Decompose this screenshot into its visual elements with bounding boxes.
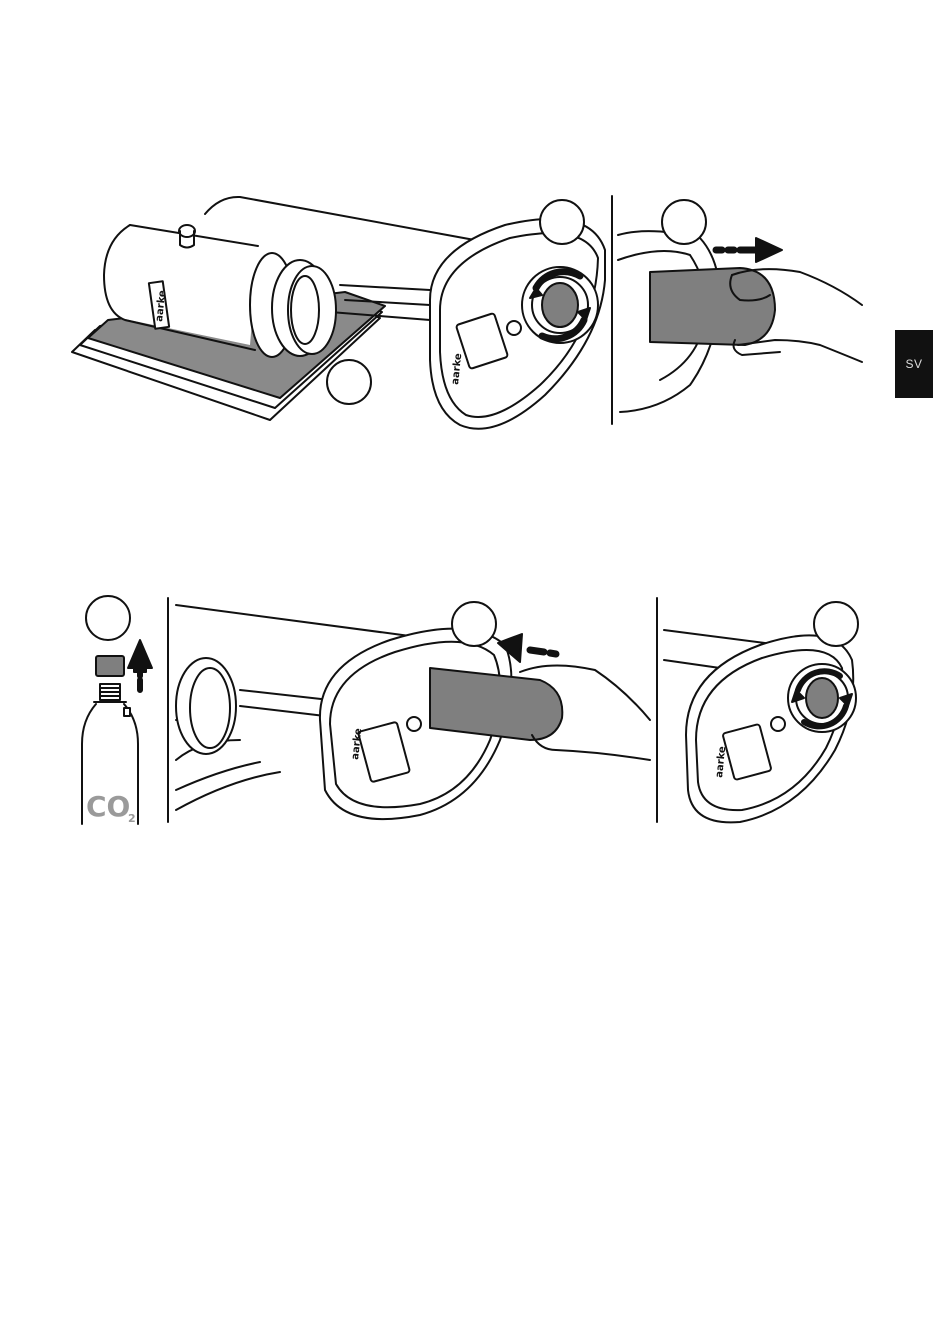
step-panel-insert-cylinder: aarke: [176, 602, 650, 819]
step-panel-pull-cylinder: [618, 200, 862, 412]
co2-label: CO: [86, 790, 130, 823]
step-panel-tighten-knob: aarke: [664, 602, 858, 822]
co2-subscript: 2: [128, 812, 136, 825]
step-panel-remove-cap: CO 2: [82, 596, 152, 825]
step-panel-remove-back: aarke aarke: [72, 197, 605, 429]
